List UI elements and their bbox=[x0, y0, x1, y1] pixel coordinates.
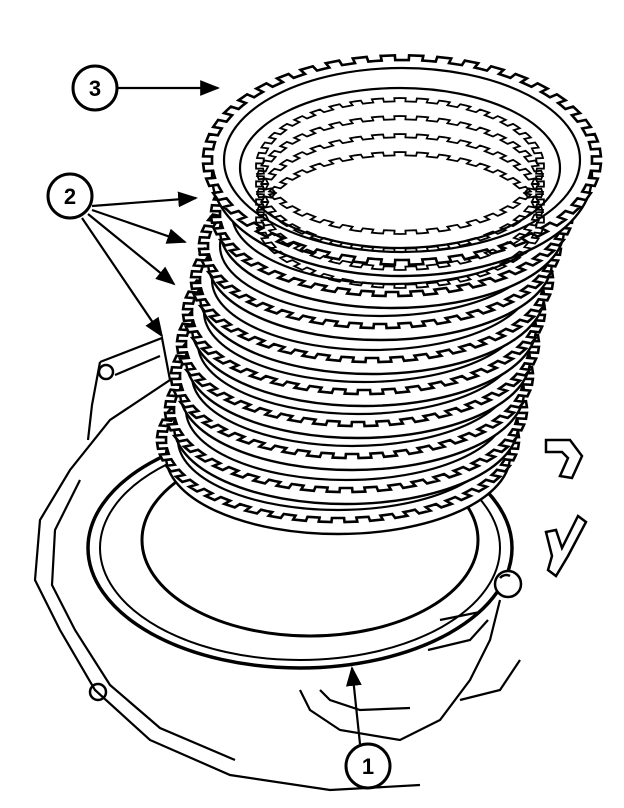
callout-1: 1 bbox=[344, 666, 392, 790]
retaining-clip-lower bbox=[544, 514, 588, 578]
callout-2-leader-c bbox=[87, 213, 176, 286]
callout-1-circle bbox=[344, 742, 392, 790]
callout-1-label: 1 bbox=[362, 754, 374, 779]
callout-2: 2 bbox=[46, 172, 198, 338]
callout-2-circle bbox=[46, 172, 94, 220]
callout-2-leader-d bbox=[81, 217, 164, 338]
callout-2-label: 2 bbox=[64, 184, 76, 209]
retaining-clip-upper bbox=[544, 438, 584, 480]
check-ball bbox=[493, 569, 523, 599]
callout-2-leader-b bbox=[91, 208, 187, 244]
clutch-plate bbox=[201, 53, 603, 289]
callout-1-leader bbox=[345, 666, 362, 745]
case-bolt-holes bbox=[88, 363, 115, 702]
callout-3: 3 bbox=[71, 64, 220, 112]
clutch-plate-stack bbox=[155, 53, 603, 536]
callout-2-leader-a bbox=[91, 191, 198, 208]
callout-3-label: 3 bbox=[89, 76, 101, 101]
